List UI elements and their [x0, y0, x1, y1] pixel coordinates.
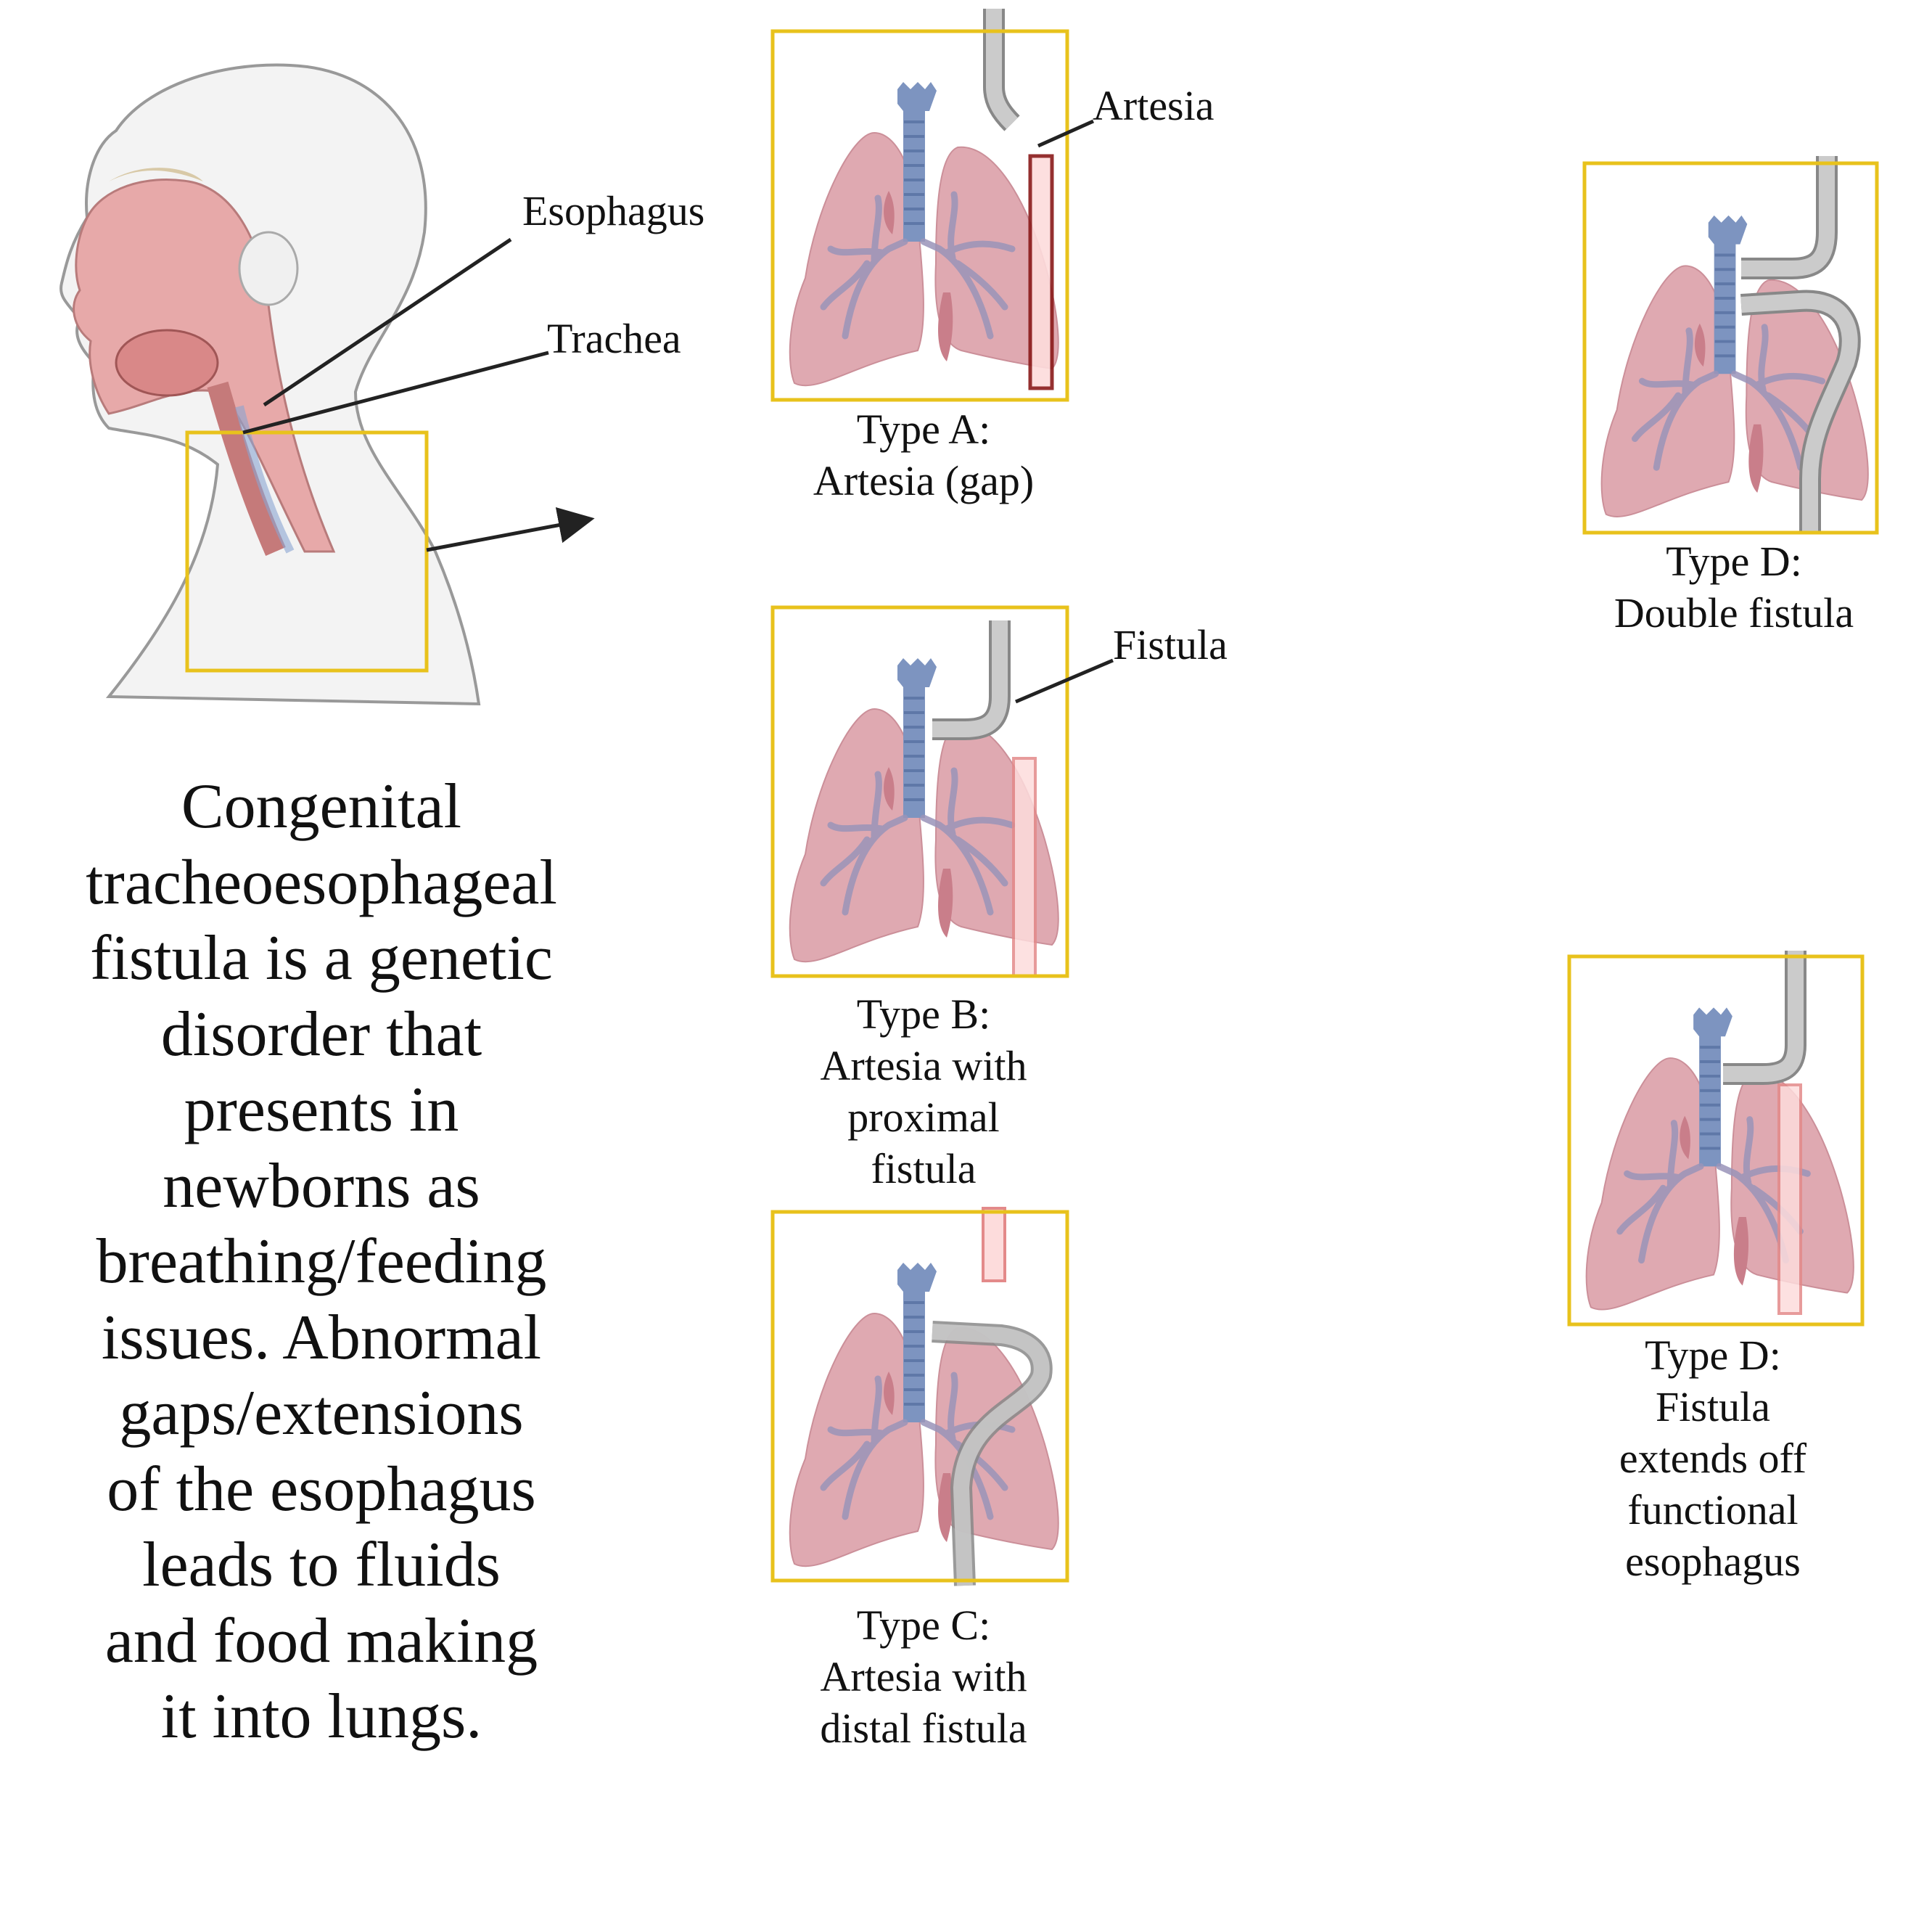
caption-line: esophagus — [1625, 1538, 1801, 1585]
panel-type-d-double — [1582, 156, 1879, 535]
panel-type-c — [770, 1207, 1069, 1586]
zoom-region-frame — [185, 430, 429, 673]
description-line: tracheoesophageal — [86, 847, 557, 918]
head-neck-illustration — [59, 63, 481, 706]
description-line: it into lungs. — [160, 1681, 482, 1752]
caption-line: proximal — [847, 1094, 1000, 1141]
caption-line: distal fistula — [820, 1705, 1027, 1752]
esophagus-label: Esophagus — [522, 187, 705, 234]
caption-line: Type C: — [856, 1602, 991, 1649]
caption-line: Type D: — [1666, 538, 1802, 585]
trachea-leader-line — [242, 351, 549, 435]
caption-line: functional — [1627, 1486, 1799, 1533]
description-line: leads to fluids — [142, 1530, 501, 1600]
panel-type-d-functional — [1567, 951, 1865, 1327]
caption-line: Artesia with — [820, 1042, 1027, 1089]
description-line: presents in — [184, 1075, 459, 1145]
panel-type-a — [770, 9, 1095, 402]
zoom-arrow — [426, 507, 595, 552]
trachea-label: Trachea — [547, 315, 681, 362]
description-line: breathing/feeding — [96, 1226, 547, 1297]
description-line: Congenital — [181, 771, 462, 842]
caption-line: Type A: — [856, 406, 991, 453]
description-line: disorder that — [160, 999, 482, 1070]
caption-line: fistula — [871, 1145, 977, 1192]
caption-type-b: Type B: Artesia with proximal fistula — [820, 988, 1027, 1194]
caption-type-d-functional: Type D: Fistula extends off functional e… — [1619, 1329, 1806, 1587]
caption-type-a: Type A: Artesia (gap) — [813, 403, 1034, 507]
esophagus-leader-line — [263, 237, 512, 407]
fistula-callout: Fistula — [1113, 621, 1228, 668]
caption-line: Artesia (gap) — [813, 457, 1035, 504]
artesia-callout: Artesia — [1093, 82, 1214, 129]
description-line: and food making — [104, 1605, 538, 1676]
caption-type-c: Type C: Artesia with distal fistula — [820, 1599, 1027, 1754]
caption-line: Artesia with — [820, 1653, 1027, 1700]
caption-line: Type D: — [1645, 1332, 1781, 1379]
description-line: gaps/extensions — [119, 1378, 524, 1448]
description-line: newborns as — [163, 1150, 480, 1221]
description-paragraph: Congenital tracheoesophageal fistula is … — [86, 769, 557, 1755]
description-line: of the esophagus — [107, 1454, 536, 1525]
description-line: fistula is a genetic — [90, 923, 553, 993]
panel-type-b — [770, 605, 1114, 978]
caption-line: extends off — [1619, 1435, 1807, 1482]
caption-type-d-double: Type D: Double fistula — [1614, 536, 1854, 639]
caption-line: Double fistula — [1614, 589, 1854, 636]
caption-line: Type B: — [856, 991, 991, 1038]
description-line: issues. Abnormal — [101, 1302, 542, 1373]
caption-line: Fistula — [1656, 1383, 1770, 1430]
